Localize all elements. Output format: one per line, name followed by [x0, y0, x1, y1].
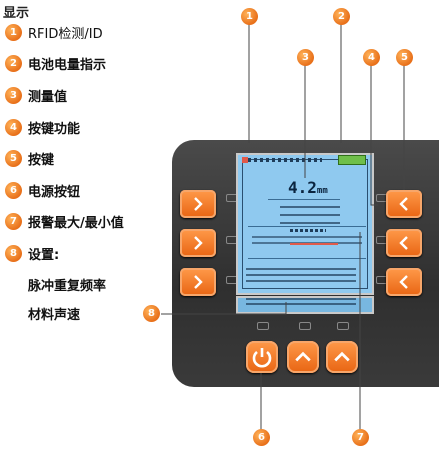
legend-label-1: RFID检测/ID	[28, 26, 103, 42]
chevron-right-icon	[194, 275, 203, 289]
legend-label-4: 按键功能	[28, 121, 81, 137]
legend-item-6: 6 电源按钮	[5, 180, 80, 200]
legend-badge-7: 7	[5, 212, 22, 230]
legend-label-7: 报警最大/最小值	[28, 215, 124, 231]
power-icon	[252, 348, 272, 368]
legend-label-6: 电源按钮	[28, 184, 81, 200]
callout-6: 6	[253, 429, 270, 446]
rfid-indicator	[242, 157, 248, 163]
key-mark	[257, 322, 269, 330]
right-key-2[interactable]	[386, 229, 422, 257]
lcd-status-text	[242, 158, 322, 162]
lcd-alarm-values	[252, 236, 362, 248]
left-key-1[interactable]	[180, 190, 216, 218]
legend-label-8: 设置:	[28, 247, 60, 263]
callout-3: 3	[297, 49, 314, 66]
chevron-right-icon	[194, 236, 203, 250]
lcd-divider	[248, 258, 366, 259]
chevron-left-icon	[399, 197, 408, 211]
right-key-3[interactable]	[386, 268, 422, 296]
legend-item-7: 7 报警最大/最小值	[5, 211, 124, 231]
settings-item-velocity: 材料声速	[28, 308, 81, 323]
measurement-reading: 4.2mm	[288, 178, 328, 197]
reading-value: 4.2	[288, 178, 317, 197]
legend-label-3: 测量值	[28, 89, 68, 105]
chevron-up-icon	[295, 351, 311, 362]
legend-label-2: 电池电量指示	[28, 57, 107, 73]
legend-badge-1: 1	[5, 23, 22, 41]
reading-unit: mm	[316, 186, 328, 196]
lcd-settings-text	[246, 298, 356, 308]
callout-1: 1	[241, 8, 258, 25]
legend-item-2: 2 电池电量指示	[5, 53, 106, 73]
legend-label-5: 按键	[28, 152, 55, 168]
legend-badge-3: 3	[5, 86, 22, 104]
legend-badge-8: 8	[5, 244, 22, 262]
key-mark	[299, 322, 311, 330]
lcd-stats	[280, 206, 340, 226]
callout-8: 8	[143, 305, 160, 322]
up-key-2[interactable]	[326, 341, 358, 373]
legend-item-5: 5 按键	[5, 148, 54, 168]
lcd-settings-text	[246, 268, 356, 284]
key-mark	[337, 322, 349, 330]
chevron-left-icon	[399, 275, 408, 289]
left-key-3[interactable]	[180, 268, 216, 296]
lcd-divider	[248, 226, 366, 227]
chevron-left-icon	[399, 236, 408, 250]
right-key-1[interactable]	[386, 190, 422, 218]
battery-icon	[338, 155, 366, 165]
legend-badge-6: 6	[5, 181, 22, 199]
legend-item-8: 8 设置:	[5, 243, 59, 263]
power-button[interactable]	[246, 341, 278, 373]
legend-item-1: 1 RFID检测/ID	[5, 22, 103, 42]
chevron-right-icon	[194, 197, 203, 211]
legend-item-4: 4 按键功能	[5, 117, 80, 137]
up-key-1[interactable]	[287, 341, 319, 373]
page-title: 显示	[3, 6, 30, 21]
settings-item-prf: 脉冲重复频率	[28, 279, 107, 294]
callout-2: 2	[333, 8, 350, 25]
callout-7: 7	[352, 429, 369, 446]
legend-item-3: 3 测量值	[5, 85, 67, 105]
legend-badge-2: 2	[5, 54, 22, 72]
lcd-divider	[268, 199, 340, 200]
left-key-2[interactable]	[180, 229, 216, 257]
callout-4: 4	[363, 49, 380, 66]
lcd-alarm-title	[290, 229, 326, 232]
alarm-bar	[290, 243, 338, 245]
legend-badge-4: 4	[5, 118, 22, 136]
callout-5: 5	[396, 49, 413, 66]
legend-badge-5: 5	[5, 149, 22, 167]
chevron-up-icon	[334, 351, 350, 362]
